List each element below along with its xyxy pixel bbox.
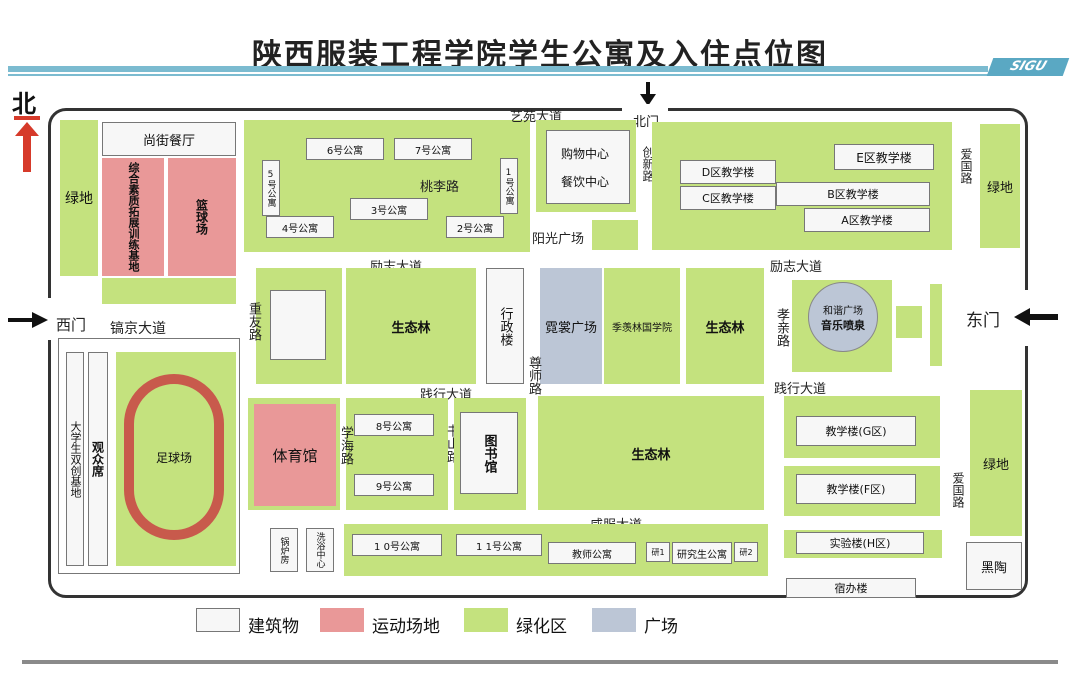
- aiguo-road-bottom-label: 爱国路: [951, 472, 965, 508]
- west-gate-gap: [44, 298, 54, 340]
- apartment-8[interactable]: 8号公寓: [354, 414, 434, 436]
- zunshi-road-label: 尊师路: [526, 356, 541, 395]
- legend-label-sport: 运动场地: [372, 617, 440, 637]
- library[interactable]: 图书馆: [460, 412, 518, 494]
- chuangxin-road-label: 创新路: [641, 146, 655, 182]
- training-base[interactable]: 综合素质拓展训练基地: [102, 158, 164, 276]
- green-under-sports: [102, 278, 236, 304]
- school-badge: SIGU: [986, 58, 1070, 76]
- graduate-1[interactable]: 研1: [646, 542, 670, 562]
- graduate-2[interactable]: 研2: [734, 542, 758, 562]
- zhongyou-road-label: 重友路: [246, 302, 261, 341]
- basketball-court[interactable]: 篮球场: [168, 158, 236, 276]
- dorm-office[interactable]: 宿办楼: [786, 578, 916, 598]
- apartment-9[interactable]: 9号公寓: [354, 474, 434, 496]
- legend-swatch-building: [196, 608, 240, 632]
- ecological-forest-1[interactable]: 生态林: [346, 268, 476, 384]
- bath-center[interactable]: 洗浴中心: [306, 528, 334, 572]
- teaching-d[interactable]: D区教学楼: [680, 160, 776, 184]
- admin-building[interactable]: 行政楼: [486, 268, 524, 384]
- north-gate-gap: [622, 104, 668, 112]
- compass-label: 北: [12, 90, 36, 118]
- aiguo-road-top-label: 爱国路: [959, 148, 973, 184]
- apartment-5[interactable]: 5号公寓: [262, 160, 280, 216]
- north-gate-arrow-icon: [640, 82, 656, 108]
- legend-swatch-green: [464, 608, 508, 632]
- teaching-f[interactable]: 教学楼(F区): [796, 474, 916, 504]
- black-pottery[interactable]: 黑陶: [966, 542, 1022, 590]
- header-rule-thin: [8, 74, 988, 76]
- apartment-1[interactable]: 1号公寓: [500, 158, 518, 214]
- east-gate-arrow-icon: [1014, 308, 1058, 326]
- small-green-east: [896, 306, 922, 338]
- jixianlin-institute[interactable]: 季羡林国学院: [604, 268, 680, 384]
- nichang-plaza[interactable]: 霓裳广场: [540, 268, 602, 384]
- teaching-b[interactable]: B区教学楼: [776, 182, 930, 206]
- green-strip-right-top: 绿地: [980, 124, 1020, 248]
- football-field[interactable]: 足球场: [124, 374, 224, 540]
- legend: 建筑物 运动场地 绿化区 广场: [196, 608, 696, 638]
- legend-label-plaza: 广场: [644, 617, 678, 637]
- teaching-c[interactable]: C区教学楼: [680, 186, 776, 210]
- entrepreneurship-base[interactable]: 大学生双创基地: [66, 352, 84, 566]
- apartment-7[interactable]: 7号公寓: [394, 138, 472, 160]
- teaching-a[interactable]: A区教学楼: [804, 208, 930, 232]
- zhongyou-building: [270, 290, 326, 360]
- apartment-11[interactable]: 1 1号公寓: [456, 534, 542, 556]
- lab-building[interactable]: 实验楼(H区): [796, 532, 924, 554]
- music-fountain[interactable]: 和谐广场 音乐喷泉: [808, 282, 878, 352]
- stadium-area: [58, 338, 240, 574]
- graduate-apartment[interactable]: 研究生公寓: [672, 542, 732, 564]
- ecological-forest-3[interactable]: 生态林: [538, 396, 764, 510]
- lizhi-avenue-right-label: 励志大道: [770, 260, 823, 275]
- legend-swatch-sport: [320, 608, 364, 632]
- sunshine-plaza-label: 阳光广场: [532, 232, 585, 247]
- ecological-forest-2[interactable]: 生态林: [686, 268, 764, 384]
- gymnasium[interactable]: 体育馆: [254, 404, 336, 506]
- header-rule: [8, 66, 988, 72]
- teaching-e[interactable]: E区教学楼: [834, 144, 934, 170]
- legend-swatch-plaza: [592, 608, 636, 632]
- teaching-g[interactable]: 教学楼(G区): [796, 416, 916, 446]
- green-strip-left: 绿地: [60, 120, 98, 276]
- spectator-stand[interactable]: 观众席: [88, 352, 108, 566]
- apartment-3[interactable]: 3号公寓: [350, 198, 428, 220]
- west-gate-label: 西门: [56, 316, 87, 334]
- taoli-road-label: 桃李路: [420, 180, 460, 195]
- shangjie-canteen[interactable]: 尚街餐厅: [102, 122, 236, 156]
- green-strip-right-bottom: 绿地: [970, 390, 1022, 536]
- thin-green-east: [930, 284, 942, 366]
- jianxing-avenue-right-label: 践行大道: [774, 382, 827, 397]
- legend-label-building: 建筑物: [248, 617, 299, 637]
- boiler-room[interactable]: 锅炉房: [270, 528, 298, 572]
- east-gate-label: 东门: [966, 311, 1000, 331]
- apartment-2[interactable]: 2号公寓: [446, 216, 504, 238]
- sunshine-plaza-green: [592, 220, 638, 250]
- gaojing-avenue-label: 镐京大道: [110, 321, 166, 337]
- teacher-apartment[interactable]: 教师公寓: [548, 542, 636, 564]
- west-gate-arrow-icon: [8, 312, 48, 328]
- shopping-center[interactable]: 购物中心 餐饮中心: [546, 130, 630, 204]
- legend-label-green: 绿化区: [516, 617, 567, 637]
- apartment-6[interactable]: 6号公寓: [306, 138, 384, 160]
- footer-rule: [22, 660, 1058, 664]
- apartment-10[interactable]: 1 0号公寓: [352, 534, 442, 556]
- xiaoqin-road-label: 孝亲路: [774, 308, 789, 347]
- north-arrow-icon: [12, 114, 42, 174]
- apartment-4[interactable]: 4号公寓: [266, 216, 334, 238]
- xuehai-road-label: 学海路: [338, 426, 353, 465]
